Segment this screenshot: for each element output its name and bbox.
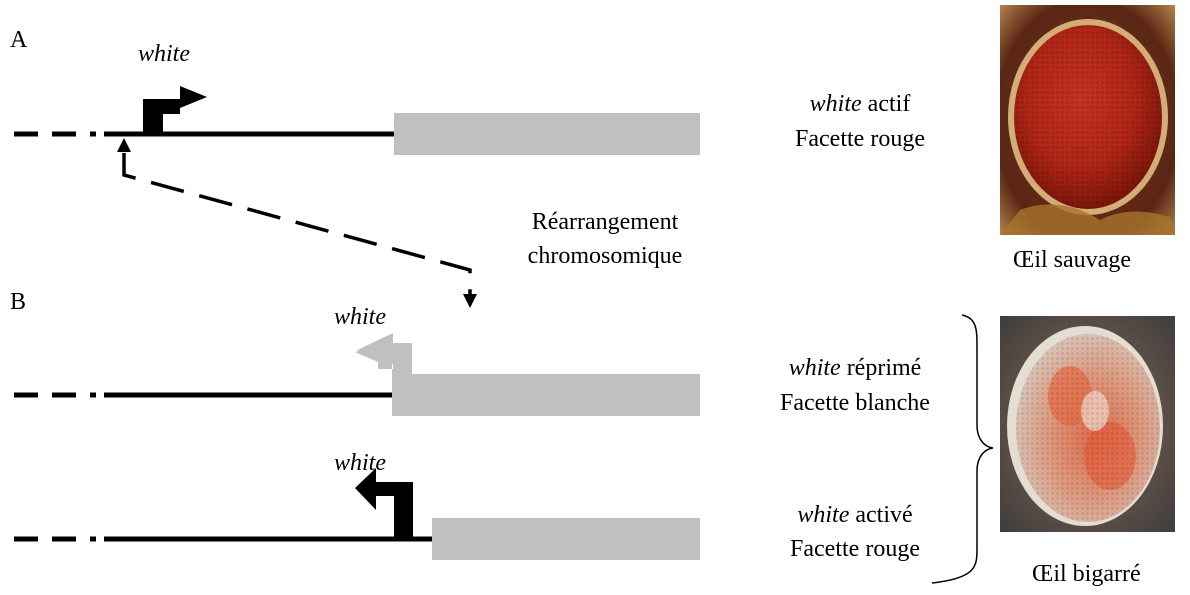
rearrangement-label-line1: Réarrangement <box>531 209 679 235</box>
chromosome-b-active <box>14 518 700 560</box>
status-b-active-phenotype: Facette rouge <box>790 536 920 562</box>
grouping-brace <box>931 314 994 584</box>
variegated-eye-caption: Œil bigarré <box>1032 561 1141 587</box>
panel-label-b: B <box>10 289 27 315</box>
rearrangement-path <box>122 153 472 294</box>
status-a-word: actif <box>867 91 911 117</box>
status-b-repressed-line1: white réprimé <box>735 354 975 382</box>
panel-label-a: A <box>10 27 28 53</box>
gene-label-b-active: white <box>334 450 386 476</box>
rearrangement-arrowhead-down <box>463 294 477 308</box>
heterochromatin-block-b1 <box>392 374 700 416</box>
status-b-active-line1: white activé <box>735 501 975 529</box>
status-b-active-word: activé <box>855 502 913 528</box>
wild-eye-caption: Œil sauvage <box>1013 247 1131 273</box>
variegated-eye-photo <box>1000 316 1175 532</box>
wild-eye-photo <box>1000 5 1175 235</box>
status-a-line1: white actif <box>745 90 975 118</box>
gene-label-b-repressed: white <box>334 304 386 330</box>
chromosome-a <box>14 113 700 155</box>
gene-label-a: white <box>138 41 190 67</box>
active-promoter-arrow-a <box>143 86 207 134</box>
active-promoter-arrow-b <box>355 468 413 539</box>
status-b-repressed-word: réprimé <box>846 355 922 381</box>
status-b-repressed-gene: white <box>788 355 841 381</box>
status-b-repressed-phenotype: Facette blanche <box>780 390 930 416</box>
status-a-phenotype: Facette rouge <box>795 126 925 152</box>
rearrangement-arrowhead-up <box>117 138 131 152</box>
chromosome-b-repressed <box>14 374 700 416</box>
heterochromatin-block-b2 <box>432 518 700 560</box>
status-a-gene: white <box>809 91 862 117</box>
status-b-active-gene: white <box>797 502 850 528</box>
rearrangement-label-line2: chromosomique <box>527 243 683 269</box>
repressed-promoter-arrow-body <box>393 343 412 376</box>
repressed-promoter-arrow-head <box>357 333 393 364</box>
heterochromatin-block-a <box>394 113 700 155</box>
